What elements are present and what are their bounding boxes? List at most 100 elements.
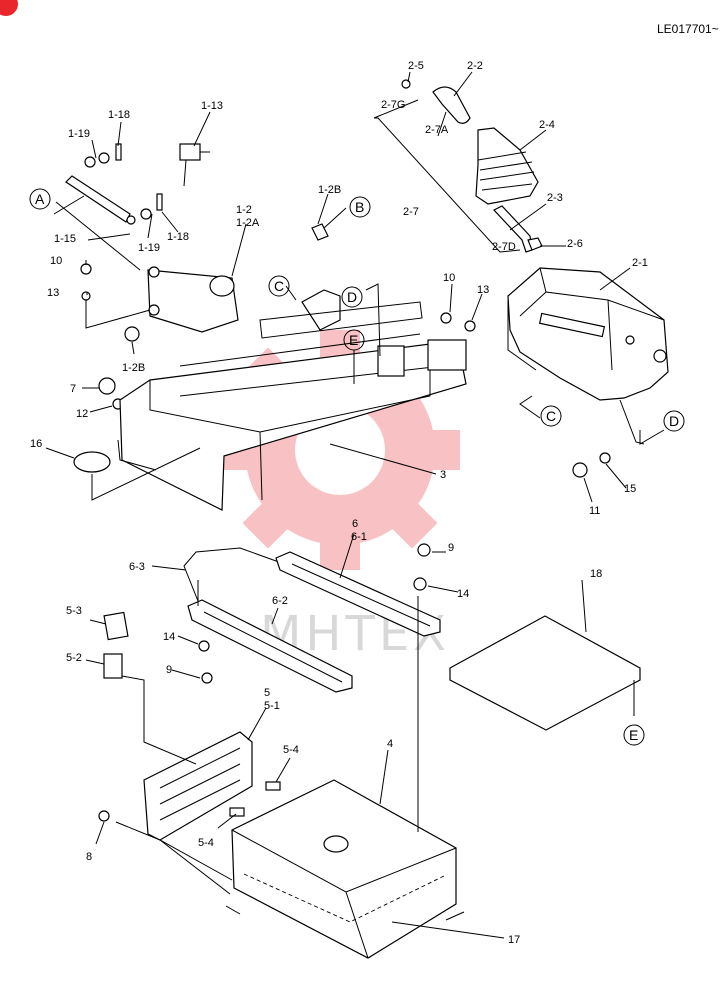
svg-text:D: D [669, 413, 679, 429]
svg-text:C: C [274, 278, 284, 294]
bolt-10b [440, 312, 452, 324]
rail-handle-6-3 [183, 547, 291, 607]
label-9-right: 9 [448, 542, 454, 554]
callout-e-right: E [623, 724, 645, 746]
washer-14b [198, 640, 210, 652]
pad-5-3 [103, 611, 129, 641]
switch-1-13 [179, 143, 210, 187]
control-box [507, 267, 669, 445]
joystick-knob [401, 79, 471, 124]
label-16: 16 [30, 438, 42, 450]
leader-lines [45, 71, 665, 939]
label-1-18-top: 1-18 [108, 109, 130, 121]
label-5-4-right: 5-4 [283, 744, 299, 756]
plug-7 [98, 377, 116, 395]
clip-5-4b [229, 807, 245, 817]
label-1-2a: 1-2A [236, 217, 260, 229]
header-code: LE017701~ [657, 22, 719, 36]
label-2-4: 2-4 [539, 119, 555, 131]
label-18: 18 [590, 568, 602, 580]
washer-13b [464, 320, 476, 332]
label-13-left: 13 [47, 287, 59, 299]
gas-spring-1-15 [65, 175, 131, 223]
callout-c-top: C [268, 275, 290, 297]
label-2-7d: 2-7D [492, 241, 516, 253]
label-2-6: 2-6 [567, 238, 583, 250]
label-9-left: 9 [166, 664, 172, 676]
label-13-right: 13 [477, 284, 489, 296]
label-5-1: 5-1 [264, 700, 280, 712]
label-10-left: 10 [50, 255, 62, 267]
label-14-right: 14 [457, 588, 469, 600]
label-5-3: 5-3 [66, 605, 82, 617]
seat-rail-6-2 [187, 599, 353, 693]
svg-text:B: B [355, 199, 364, 215]
bolt-10a [80, 263, 92, 275]
callout-b: B [349, 196, 371, 218]
label-10-right: 10 [443, 272, 455, 284]
callout-d-top: D [341, 286, 363, 308]
part-labels: 2-5 2-2 2-7G 2-7A 2-4 2-7 2-3 2-7D 2-6 2… [30, 60, 648, 946]
svg-text:E: E [629, 727, 638, 743]
label-2-7: 2-7 [403, 206, 419, 218]
plate-c [301, 289, 341, 331]
bracket-1-2 [147, 266, 239, 333]
label-1-15: 1-15 [54, 233, 76, 245]
label-2-5: 2-5 [408, 60, 424, 72]
bolt-9b [201, 672, 213, 684]
label-1-2b-bottom: 1-2B [122, 362, 145, 374]
grommet-16 [73, 451, 111, 473]
label-2-1: 2-1 [632, 257, 648, 269]
label-1-2: 1-2 [236, 204, 252, 216]
washer-1-19b [98, 152, 110, 164]
clip-5-4a [265, 781, 281, 791]
bushing-1-2B-bottom [124, 326, 140, 342]
label-6-3: 6-3 [129, 561, 145, 573]
label-1-19-top: 1-19 [68, 128, 90, 140]
label-2-2: 2-2 [467, 60, 483, 72]
washer-15 [599, 452, 611, 464]
label-1-2b-top: 1-2B [318, 184, 341, 196]
label-8: 8 [86, 851, 92, 863]
label-5: 5 [264, 687, 270, 699]
bolt-9a [417, 543, 431, 557]
seat-rail-6 [275, 551, 441, 637]
label-2-7a: 2-7A [425, 124, 449, 136]
pad-5-2 [103, 653, 123, 679]
washer-1-19a [84, 156, 96, 168]
washer-14a [413, 577, 427, 591]
label-3: 3 [440, 469, 446, 481]
seat-frame-3 [119, 301, 467, 511]
label-11: 11 [589, 505, 600, 517]
tray-5 [143, 731, 253, 841]
label-17: 17 [508, 934, 520, 946]
bolt-8 [98, 810, 110, 822]
label-6-1: 6-1 [351, 531, 367, 543]
corner-badge-icon [0, 0, 18, 16]
callout-d-right: D [663, 410, 685, 432]
label-5-2: 5-2 [66, 652, 82, 664]
label-7: 7 [70, 383, 76, 395]
label-14-left: 14 [163, 631, 175, 643]
label-15: 15 [624, 483, 636, 495]
label-6-2: 6-2 [272, 595, 288, 607]
label-2-3: 2-3 [547, 192, 563, 204]
bolt-11 [572, 462, 588, 478]
callout-a: A [29, 188, 51, 210]
label-1-13: 1-13 [201, 100, 223, 112]
svg-text:A: A [35, 191, 45, 207]
svg-text:C: C [546, 408, 556, 424]
svg-text:D: D [347, 289, 357, 305]
svg-text:E: E [349, 332, 358, 348]
label-1-19-bottom: 1-19 [138, 242, 160, 254]
storage-box-4 [225, 779, 465, 959]
label-5-4-left: 5-4 [198, 837, 214, 849]
callout-e-top: E [343, 329, 365, 351]
washer-13a [81, 291, 91, 301]
callout-c-right: C [540, 405, 562, 427]
joystick-boot [475, 127, 539, 205]
cover-plate-18 [449, 615, 641, 731]
label-1-18-bottom: 1-18 [167, 231, 189, 243]
label-6: 6 [352, 518, 358, 530]
